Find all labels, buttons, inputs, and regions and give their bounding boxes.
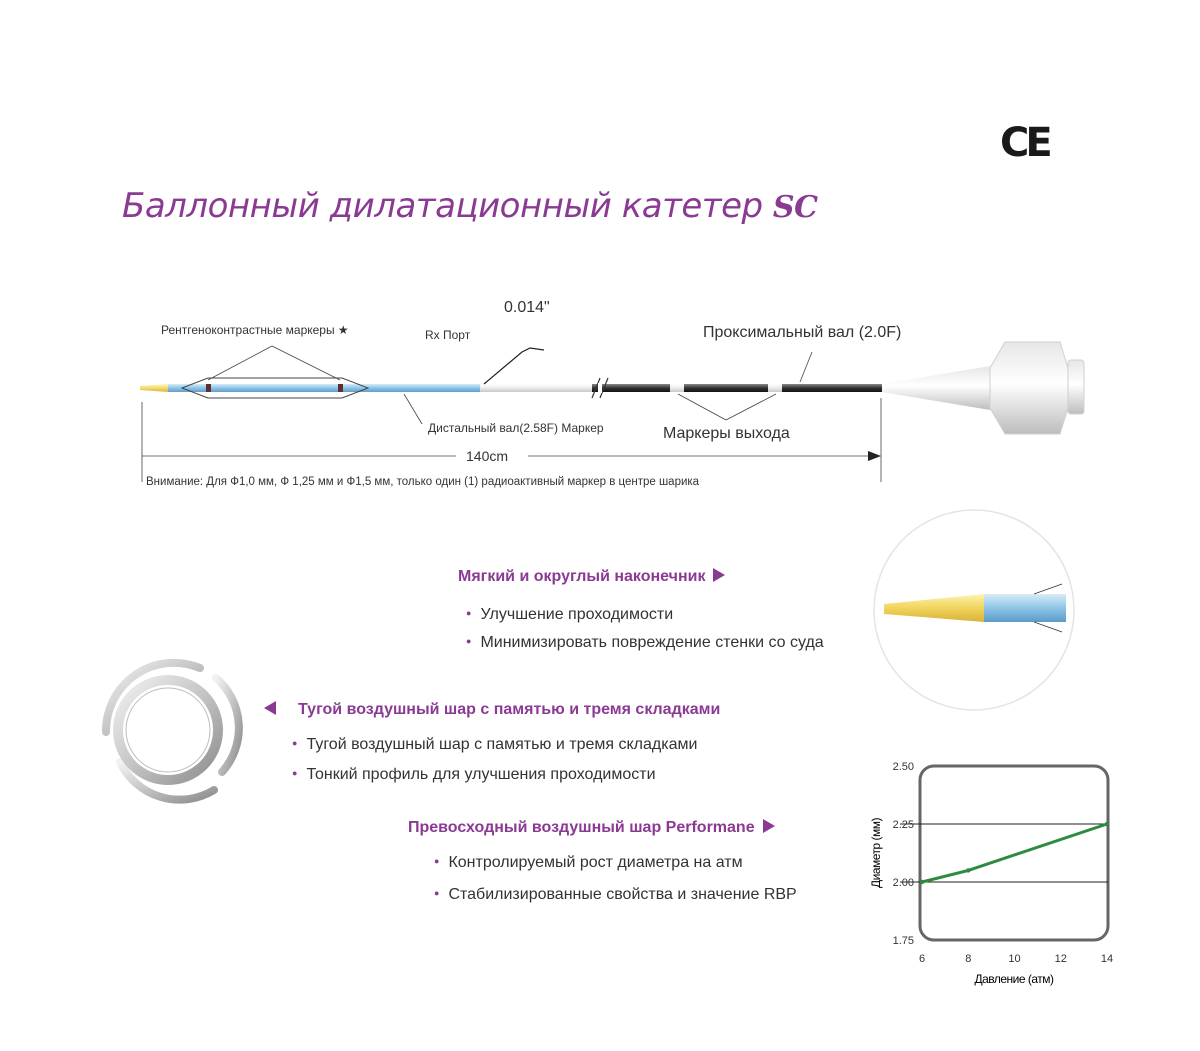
fold-arc xyxy=(101,658,204,736)
catheter-tip xyxy=(140,384,168,392)
label-radiopaque-markers: Рентгеноконтрастные маркеры ★ xyxy=(161,323,349,337)
page-title: Баллонный дилатационный катетер SC xyxy=(122,186,818,226)
tip-bullets: Улучшение проходимости Минимизировать по… xyxy=(466,600,824,656)
balloon-cross-section xyxy=(101,658,243,804)
title-main: Баллонный дилатационный катетер xyxy=(122,186,773,226)
hub-luer xyxy=(1067,359,1085,415)
balloon-outline xyxy=(180,377,370,399)
y-tick-label: 1.75 xyxy=(893,935,914,947)
x-tick-label: 6 xyxy=(919,953,925,965)
list-item: Стабилизированные свойства и значение RB… xyxy=(434,878,796,910)
triangle-left-icon xyxy=(264,701,276,715)
performance-heading-text: Превосходный воздушный шар Performane xyxy=(408,819,755,836)
outer-ring xyxy=(113,675,223,785)
tip-heading-text: Мягкий и округлый наконечник xyxy=(458,568,706,585)
title-suffix: SC xyxy=(772,190,818,225)
x-tick-label: 14 xyxy=(1101,953,1113,965)
break-gap xyxy=(598,383,602,393)
data-point xyxy=(919,879,925,885)
x-tick-label: 10 xyxy=(1008,953,1020,965)
balloon-heading: Тугой воздушный шар с памятью и тремя ск… xyxy=(264,701,720,719)
leader-line xyxy=(799,351,813,383)
label-proximal-shaft: Проксимальный вал (2.0F) xyxy=(703,324,902,341)
ce-mark: CE xyxy=(1000,120,1053,166)
exit-marker xyxy=(768,384,782,392)
break-mark xyxy=(591,377,601,399)
chart-ylabel: Диаметр (мм) xyxy=(869,817,883,888)
list-item: Улучшение проходимости xyxy=(466,600,824,628)
chart-x-ticks: 6 8 10 12 14 xyxy=(919,953,1113,965)
leader-line xyxy=(677,393,727,421)
chart-series xyxy=(919,821,1110,885)
y-tick-label: 2.00 xyxy=(893,877,914,889)
radiopaque-marker xyxy=(338,384,343,392)
proximal-shaft xyxy=(592,384,882,392)
hub-cone xyxy=(882,366,990,410)
dimension-arrow xyxy=(868,451,881,461)
label-rx-port: Rx Порт xyxy=(425,328,471,342)
zoom-shaft xyxy=(984,594,1066,622)
label-length: 140cm xyxy=(466,448,509,464)
list-item: Контролируемый рост диаметра на атм xyxy=(434,846,797,878)
y-tick-label: 2.25 xyxy=(893,819,914,831)
zoom-tip xyxy=(884,594,984,622)
catheter-diagram xyxy=(140,341,1085,482)
label-guidewire: 0.014" xyxy=(504,299,550,316)
leader-line xyxy=(207,345,273,381)
break-mark xyxy=(599,377,609,399)
triangle-right-icon xyxy=(762,819,775,833)
chart-frame xyxy=(918,764,1110,942)
performance-bullets: Контролируемый рост диаметра на атм Стаб… xyxy=(434,846,797,910)
list-item: Тугой воздушный шар с памятью и тремя ск… xyxy=(292,729,697,759)
fold-arc xyxy=(116,758,218,804)
radiopaque-marker xyxy=(206,384,211,392)
guidewire-line xyxy=(483,347,545,385)
inner-ring xyxy=(125,687,211,773)
hub-wings xyxy=(989,341,1069,435)
label-distal-shaft: Дистальный вал(2.58F) Маркер xyxy=(428,421,604,435)
zoom-line xyxy=(1033,621,1063,633)
tip-zoom-illustration xyxy=(873,509,1075,711)
diagram-note: Внимание: Для Ф1,0 мм, Ф 1,25 мм и Ф1,5 … xyxy=(146,476,700,488)
zoom-line xyxy=(1033,583,1063,595)
leader-line xyxy=(403,393,423,425)
y-tick-label: 2.50 xyxy=(893,761,914,773)
label-exit-markers: Маркеры выхода xyxy=(663,425,790,442)
tip-heading: Мягкий и округлый наконечник xyxy=(458,568,726,586)
balloon-heading-text: Тугой воздушный шар с памятью и тремя ск… xyxy=(298,701,721,718)
x-tick-label: 12 xyxy=(1055,953,1067,965)
distal-shaft xyxy=(168,384,480,392)
balloon-bullets: Тугой воздушный шар с памятью и тремя ск… xyxy=(292,729,697,789)
exit-marker xyxy=(670,384,684,392)
chart-y-ticks: 2.50 2.25 2.00 1.75 xyxy=(893,761,914,947)
leader-line xyxy=(271,345,341,381)
data-point xyxy=(1104,821,1110,827)
chart-xlabel: Давление (атм) xyxy=(974,972,1054,986)
data-point xyxy=(966,868,971,873)
chart-grid xyxy=(900,823,1108,883)
list-item: Тонкий профиль для улучшения проходимост… xyxy=(292,759,697,789)
triangle-right-icon xyxy=(713,568,726,582)
x-tick-label: 8 xyxy=(965,953,971,965)
list-item: Минимизировать повреждение стенки со суд… xyxy=(466,628,823,656)
performance-heading: Превосходный воздушный шар Performane xyxy=(408,819,775,837)
fold-arc xyxy=(212,674,243,776)
compliance-chart: 2.50 2.25 2.00 1.75 6 8 10 12 14 Давление (атм)… xyxy=(869,761,1113,986)
leader-line xyxy=(725,393,777,421)
transition-shaft xyxy=(480,384,592,392)
